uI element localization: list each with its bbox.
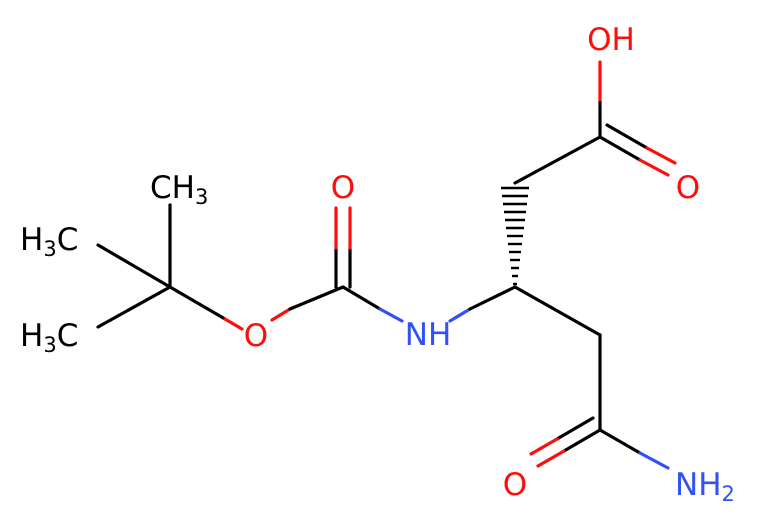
atom-label-o-carbamate-ester: O — [244, 318, 268, 354]
atom-label-o-amide: O — [503, 467, 527, 503]
bond-ch2-cacid — [513, 135, 602, 185]
atom-label-ch3-left1: H3C — [20, 222, 78, 261]
bond-camide-o-2-red — [529, 437, 559, 456]
bond-cacid-o-double-1-red — [638, 158, 670, 177]
bond-cacid-o-double-2-red — [645, 146, 677, 165]
bond-c-n — [341, 285, 382, 311]
bond-c-ch3-left2 — [96, 285, 172, 329]
atom-label-ch3-left2: H3C — [20, 318, 78, 357]
bond-camide-nh2-blue — [638, 451, 670, 470]
bond-camide-nh2 — [598, 428, 642, 455]
bond-c-o-ester — [168, 285, 227, 321]
bond-c-ch3-left1 — [96, 243, 172, 289]
atom-label-ch3-top: CH3 — [150, 170, 208, 209]
bond-c-o-ester-red — [223, 317, 244, 331]
bond-n-calpha — [468, 285, 517, 311]
bond-camide-o-2 — [555, 416, 595, 441]
bond-camide-o-1-red — [536, 449, 566, 468]
atom-label-oh: OH — [587, 22, 635, 58]
bond-o-c-carbamate — [288, 285, 345, 311]
atom-label-nh: NH — [405, 317, 452, 353]
atom-label-nh2: NH2 — [675, 467, 735, 506]
atom-label-o-acid: O — [676, 170, 700, 206]
bond-o-c-carbamate-red — [270, 307, 292, 322]
bond-c-n-blue — [378, 307, 404, 323]
hashed-wedge-bond — [501, 186, 529, 286]
bond-n-calpha-blue — [448, 307, 472, 323]
atom-label-o-carbamate-carbonyl: O — [331, 170, 355, 206]
bond-cacid-o-double-1 — [598, 135, 642, 162]
bond-cacid-o-double-2 — [605, 123, 649, 150]
bond-calpha-ch2b — [513, 285, 602, 337]
bond-camide-o-1 — [562, 428, 602, 453]
